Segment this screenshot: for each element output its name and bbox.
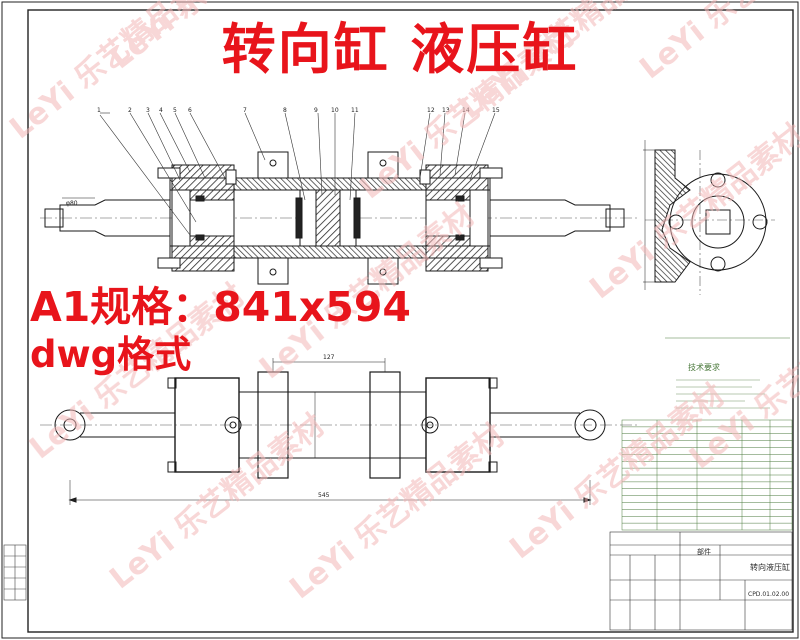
callout-numbers: 1 2 3 4 5 6 7 8 9 10 11 12 13 14 15 (97, 107, 500, 114)
drawing-number: CPD.01.02.00 (748, 591, 789, 598)
flange-outer (669, 173, 767, 271)
top-mount-left (257, 151, 289, 179)
right-piston-rod (489, 199, 611, 237)
assembly-label: 部件 (697, 547, 711, 556)
callout-12: 12 (427, 107, 435, 114)
callout-14: 14 (462, 107, 470, 114)
callout-8: 8 (283, 107, 287, 114)
callout-2: 2 (128, 107, 132, 114)
bolt-hole-top (710, 172, 726, 188)
flange-end-view (643, 140, 775, 295)
dimension-bore: φ80 (66, 200, 78, 207)
callout-13: 13 (442, 107, 450, 114)
bolt-hole-left (668, 214, 684, 230)
callout-3: 3 (146, 107, 150, 114)
callout-10: 10 (331, 107, 339, 114)
top-mount-right (367, 151, 399, 179)
dimension-overall: 545 (318, 492, 330, 499)
technical-notes: 技术要求 (665, 337, 790, 409)
bolt-hole-right (752, 214, 768, 230)
parts-list-table (621, 419, 793, 531)
callout-6: 6 (188, 107, 192, 114)
left-stamp-boxes (3, 544, 27, 601)
bottom-mount-left (257, 257, 289, 285)
left-clevis-eye (54, 409, 86, 441)
callout-5: 5 (173, 107, 177, 114)
sheet-border-inner (27, 9, 794, 633)
right-clevis-eye (574, 409, 606, 441)
part-name: 转向液压缸 (750, 562, 790, 572)
callout-leaders (99, 112, 496, 236)
exterior-view (40, 358, 640, 505)
watermark-text: LeYi 乐艺精品素材 (683, 287, 800, 476)
watermark-text: LeYi 乐艺精品素材 (583, 117, 800, 306)
bolt-hole-bottom (710, 256, 726, 272)
callout-4: 4 (159, 107, 163, 114)
section-view (40, 151, 640, 285)
callout-7: 7 (243, 107, 247, 114)
callout-1: 1 (97, 107, 101, 114)
headline: 转向缸 液压缸 (221, 18, 579, 81)
callout-15: 15 (492, 107, 500, 114)
callout-9: 9 (314, 107, 318, 114)
sheet-format-spec: A1规格：841x594 (30, 283, 411, 331)
title-block (609, 531, 793, 631)
tech-req-title: 技术要求 (688, 362, 720, 372)
callout-11: 11 (351, 107, 359, 114)
file-format-spec: dwg格式 (30, 333, 192, 376)
bottom-mount-right (367, 257, 399, 285)
dimension-center: 127 (323, 354, 335, 361)
